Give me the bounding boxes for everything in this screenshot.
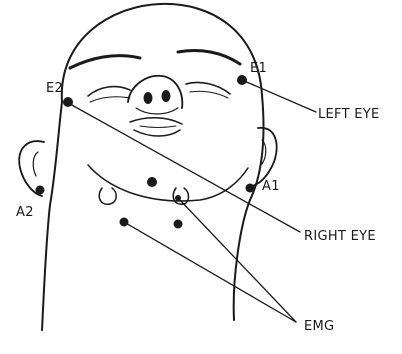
electrode-emg-right <box>174 220 183 229</box>
label-right-eye: RIGHT EYE <box>304 229 376 244</box>
electrode-emg-center <box>147 177 157 187</box>
label-e1: E1 <box>250 61 267 76</box>
nose <box>128 76 182 114</box>
electrode-e1 <box>237 75 247 85</box>
label-e2: E2 <box>46 81 63 96</box>
label-emg: EMG <box>304 319 334 334</box>
eyebrows <box>70 51 240 69</box>
emg-leader-2 <box>178 198 296 322</box>
electrode-e2 <box>63 97 73 107</box>
left-eye-leader <box>242 80 316 112</box>
right-eye-leader <box>70 104 300 232</box>
electrode-emg-left <box>120 218 129 227</box>
electrode-a2 <box>36 186 45 195</box>
head-outline <box>42 4 264 330</box>
label-left-eye: LEFT EYE <box>318 107 380 122</box>
mouth <box>130 118 182 136</box>
electrode-emg-ref <box>175 195 181 201</box>
electrode-a1 <box>246 184 255 193</box>
emg-leader-1 <box>124 222 296 322</box>
label-a1: A1 <box>262 179 280 194</box>
label-a2: A2 <box>16 205 34 220</box>
eyes <box>88 82 230 102</box>
